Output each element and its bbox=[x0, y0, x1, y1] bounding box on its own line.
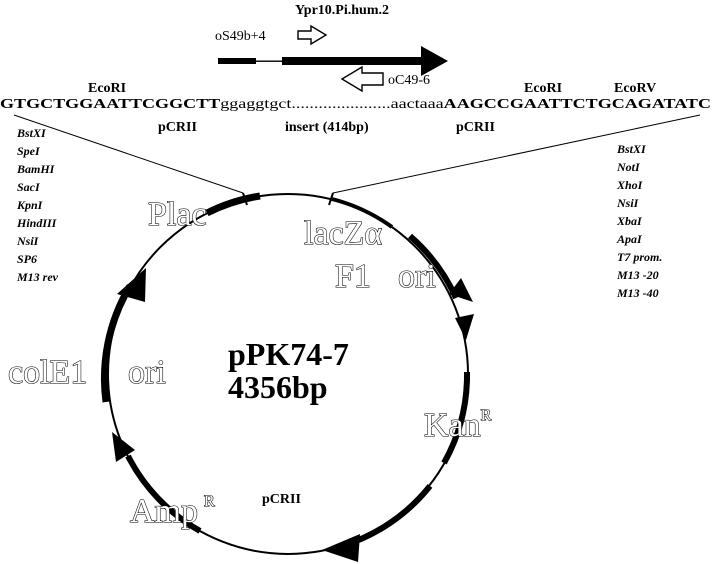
left-site: SP6 bbox=[17, 252, 37, 266]
right-site: XbaI bbox=[616, 214, 643, 228]
right-site: ApaI bbox=[616, 232, 643, 246]
f1-ori-label: ori bbox=[398, 258, 436, 295]
amp-label: Amp R bbox=[130, 493, 215, 530]
amp-left-segment bbox=[125, 454, 202, 534]
left-site: SacI bbox=[17, 180, 41, 194]
cloning-flag-right bbox=[328, 192, 334, 206]
left-site: KpnI bbox=[16, 198, 44, 212]
forward-primer-arrow bbox=[297, 24, 328, 46]
insert-name: Ypr10.Pi.hum.2 bbox=[295, 3, 389, 18]
plac-label: Plac bbox=[148, 196, 207, 233]
kan-text: Kan bbox=[424, 407, 481, 444]
f1-ori-arrowhead bbox=[449, 278, 473, 302]
f1-label: F1 bbox=[335, 258, 371, 295]
cole1-arrowhead bbox=[117, 268, 146, 302]
reverse-primer-arrow bbox=[340, 65, 384, 93]
cole1-ori-label: ori bbox=[128, 354, 166, 391]
insert-bar-thin bbox=[256, 60, 282, 62]
left-site: BamHI bbox=[16, 162, 56, 176]
kan-label: KanR bbox=[424, 407, 492, 444]
right-site: BstXI bbox=[616, 142, 647, 156]
lacz-segment bbox=[331, 197, 394, 229]
expansion-line-right bbox=[332, 114, 701, 194]
lacz-label: lacZα bbox=[304, 215, 382, 252]
sequence-vector-left: GTGCTGGAATTCGGCTT bbox=[0, 97, 221, 112]
forward-primer-label: oS49b+4 bbox=[215, 29, 266, 44]
backbone-label: pCRII bbox=[262, 492, 301, 507]
insert-arrow bbox=[282, 46, 448, 76]
f1-ori-arrowhead-2 bbox=[455, 314, 474, 340]
vector-left-label: pCRII bbox=[158, 120, 197, 135]
kan-segment bbox=[441, 371, 471, 465]
left-site: BstXI bbox=[16, 126, 47, 140]
amp-text: Amp bbox=[130, 493, 198, 530]
right-site: T7 prom. bbox=[617, 250, 662, 264]
sequence-insert-end: aactaaa bbox=[391, 97, 445, 112]
vector-right-label: pCRII bbox=[456, 120, 495, 135]
cole1-segment bbox=[100, 284, 134, 403]
ecori-left-label: EcoRI bbox=[88, 81, 126, 96]
left-site: M13 rev bbox=[16, 270, 59, 284]
sequence-vector-right: AAGCCGAATTCTGCAGATATC bbox=[444, 97, 711, 112]
plasmid-size: 4356bp bbox=[228, 369, 328, 405]
left-site: HindIII bbox=[16, 216, 58, 230]
left-site: NsiI bbox=[16, 234, 40, 248]
right-site: NotI bbox=[616, 160, 641, 174]
cloning-flag-left bbox=[242, 192, 248, 206]
ecori-right-label: EcoRI bbox=[524, 81, 562, 96]
kan-superscript: R bbox=[481, 407, 492, 424]
sequence-insert-start: ggaggtgct bbox=[220, 97, 291, 112]
left-site: SpeI bbox=[17, 144, 41, 158]
reverse-primer-label: oC49-6 bbox=[388, 73, 430, 88]
expansion-line-left bbox=[13, 114, 244, 194]
right-site-list: BstXI NotI XhoI NsiI XbaI ApaI T7 prom. … bbox=[616, 142, 662, 300]
cole1-label: colE1 bbox=[8, 354, 87, 391]
left-site-list: BstXI SpeI BamHI SacI KpnI HindIII NsiI … bbox=[16, 126, 59, 284]
ecorv-label: EcoRV bbox=[614, 81, 656, 96]
right-site: M13 -20 bbox=[616, 268, 659, 282]
right-site: XhoI bbox=[616, 178, 644, 192]
insert-bar-left bbox=[218, 58, 256, 64]
amp-left-arrowhead bbox=[112, 432, 135, 462]
insert-size-label: insert (414bp) bbox=[285, 120, 369, 135]
plac-segment bbox=[205, 192, 261, 217]
sequence-dots: ...................... bbox=[291, 97, 390, 112]
right-site: NsiI bbox=[616, 196, 640, 210]
right-site: M13 -40 bbox=[616, 286, 659, 300]
amp-bottom-arrowhead bbox=[322, 534, 360, 562]
amp-superscript: R bbox=[204, 493, 215, 510]
plasmid-name: pPK74-7 bbox=[228, 336, 349, 372]
